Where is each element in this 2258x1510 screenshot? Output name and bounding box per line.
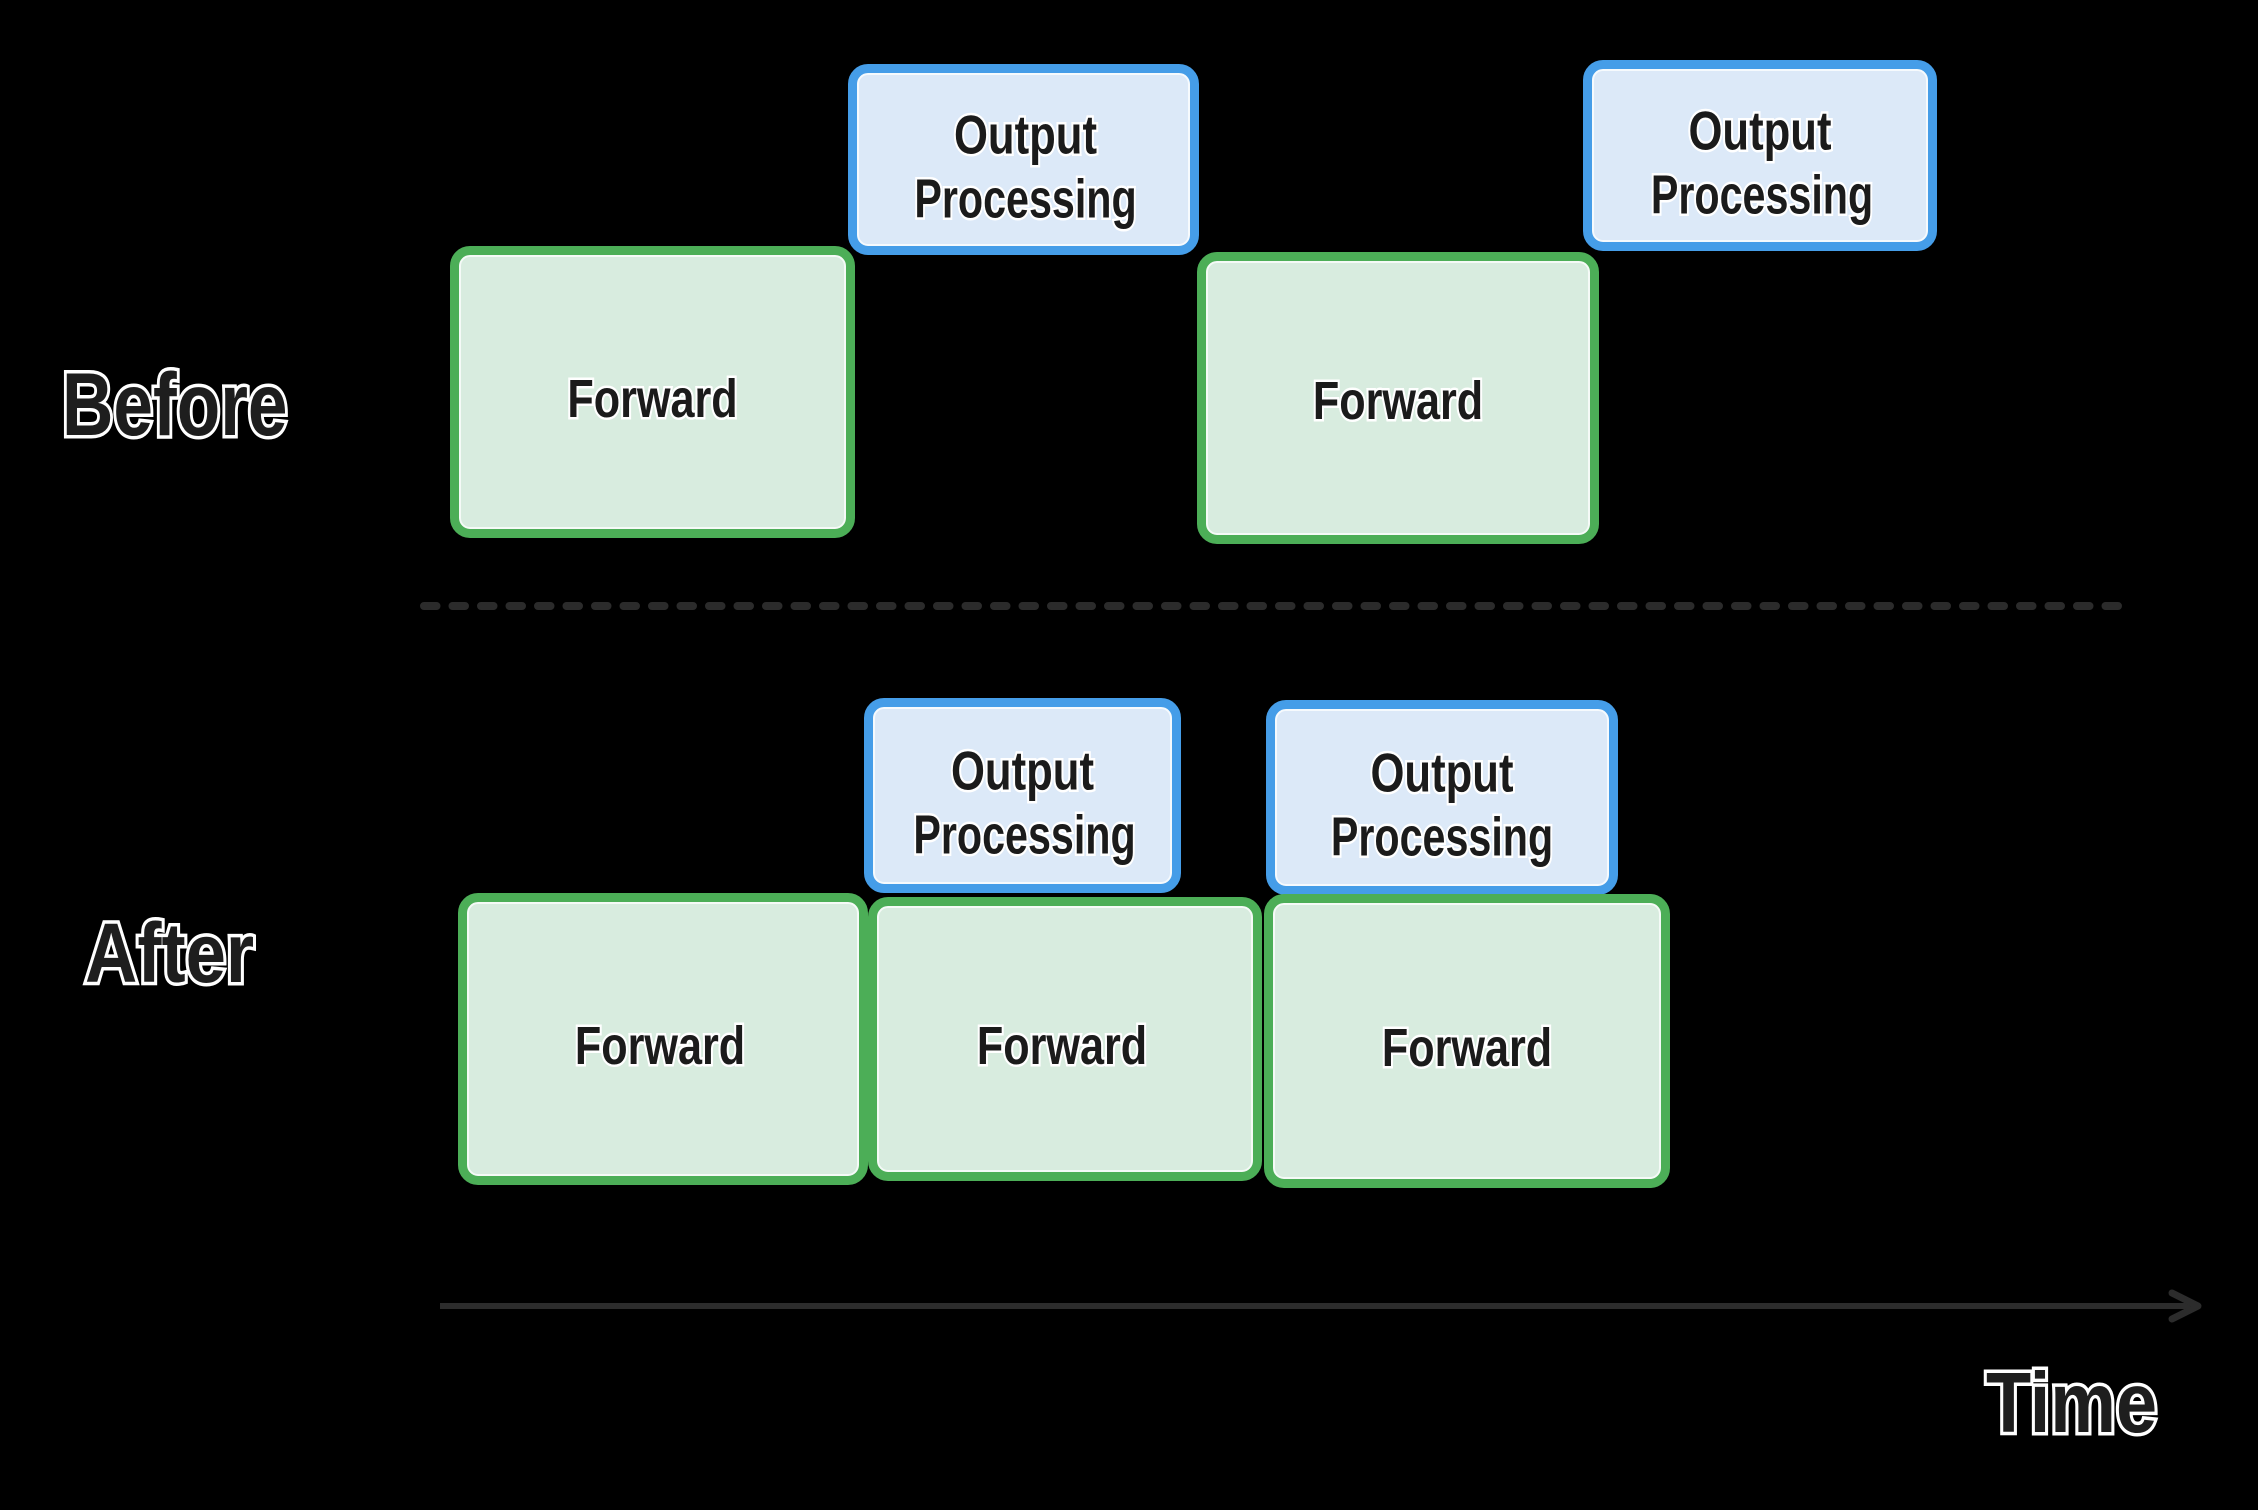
svg-text:Forward: Forward [977,1017,1147,1077]
svg-text:Forward: Forward [575,1017,745,1077]
svg-text:Forward: Forward [1313,372,1483,432]
svg-text:Forward: Forward [1382,1019,1552,1079]
svg-text:Forward: Forward [567,370,737,430]
svg-text:Time: Time [1986,1355,2157,1450]
svg-text:Processing: Processing [913,805,1135,866]
svg-text:Output: Output [951,740,1094,802]
svg-text:Before: Before [62,355,287,454]
svg-text:Processing: Processing [1331,807,1553,868]
svg-text:Processing: Processing [1651,165,1873,226]
svg-text:Output: Output [1370,742,1513,804]
svg-text:Output: Output [1688,100,1831,162]
svg-text:After: After [85,906,254,1000]
svg-text:Output: Output [954,104,1097,166]
svg-text:Processing: Processing [914,169,1136,230]
